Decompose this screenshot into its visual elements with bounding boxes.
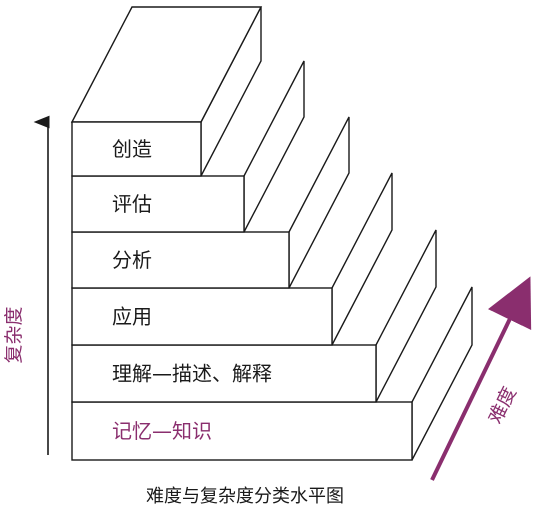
step-label-1: 理解—描述、解释 bbox=[112, 362, 272, 386]
step-label-2: 应用 bbox=[112, 305, 152, 329]
step-front-5 bbox=[71, 121, 202, 177]
step-side-3 bbox=[288, 116, 350, 289]
step-front-3 bbox=[71, 231, 290, 289]
step-front-4 bbox=[71, 175, 245, 233]
complexity-axis-label: 复杂度 bbox=[3, 306, 25, 363]
step-label-3: 分析 bbox=[112, 248, 152, 272]
step-label-5: 创造 bbox=[112, 137, 152, 161]
diagram-caption: 难度与复杂度分类水平图 bbox=[146, 486, 344, 507]
difficulty-axis-label: 难度 bbox=[484, 383, 520, 427]
step-front-1 bbox=[71, 344, 377, 403]
step-side-2 bbox=[331, 172, 393, 346]
step-front-0 bbox=[71, 401, 413, 461]
step-front-2 bbox=[71, 287, 333, 346]
step-side-4 bbox=[243, 60, 305, 233]
step-label-0: 记忆—知识 bbox=[112, 419, 212, 443]
difficulty-axis-line bbox=[430, 276, 532, 481]
step-label-4: 评估 bbox=[112, 192, 152, 216]
